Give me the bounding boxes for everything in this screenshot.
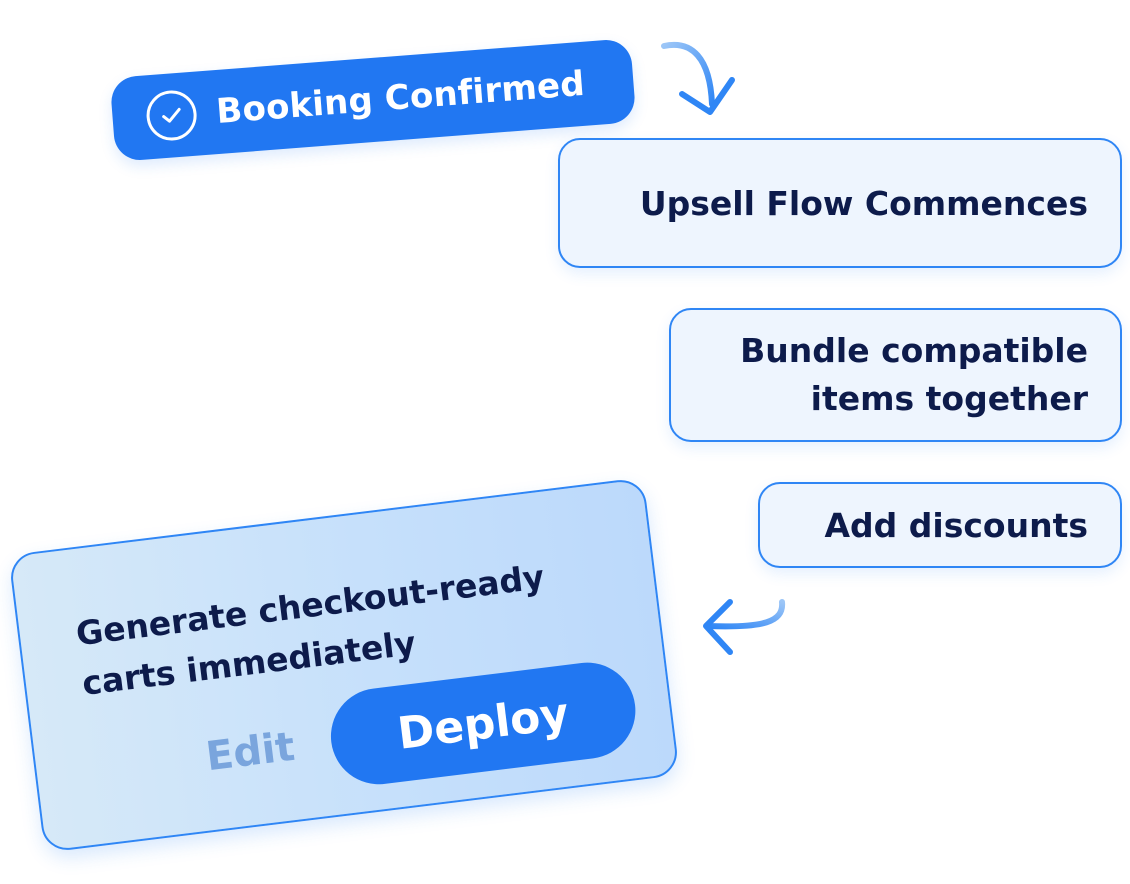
- step-upsell-label: Upsell Flow Commences: [639, 183, 1088, 223]
- booking-confirmed-badge: Booking Confirmed: [109, 38, 637, 162]
- check-circle-icon: [144, 88, 199, 143]
- step-discounts-label: Add discounts: [824, 505, 1088, 545]
- curved-arrow-down-icon: [661, 41, 735, 115]
- step-upsell-flow: Upsell Flow Commences: [558, 138, 1122, 268]
- step-bundle-items: Bundle compatible items together: [669, 308, 1122, 442]
- curved-arrow-left-icon: [703, 599, 786, 655]
- step-bundle-line-1: Bundle compatible: [740, 331, 1088, 370]
- generate-carts-card: Generate checkout-ready carts immediatel…: [8, 477, 680, 853]
- edit-button[interactable]: Edit: [203, 723, 298, 781]
- step-add-discounts: Add discounts: [758, 482, 1122, 568]
- step-bundle-line-2: items together: [810, 379, 1088, 418]
- booking-confirmed-label: Booking Confirmed: [214, 63, 587, 132]
- deploy-button[interactable]: Deploy: [325, 657, 641, 790]
